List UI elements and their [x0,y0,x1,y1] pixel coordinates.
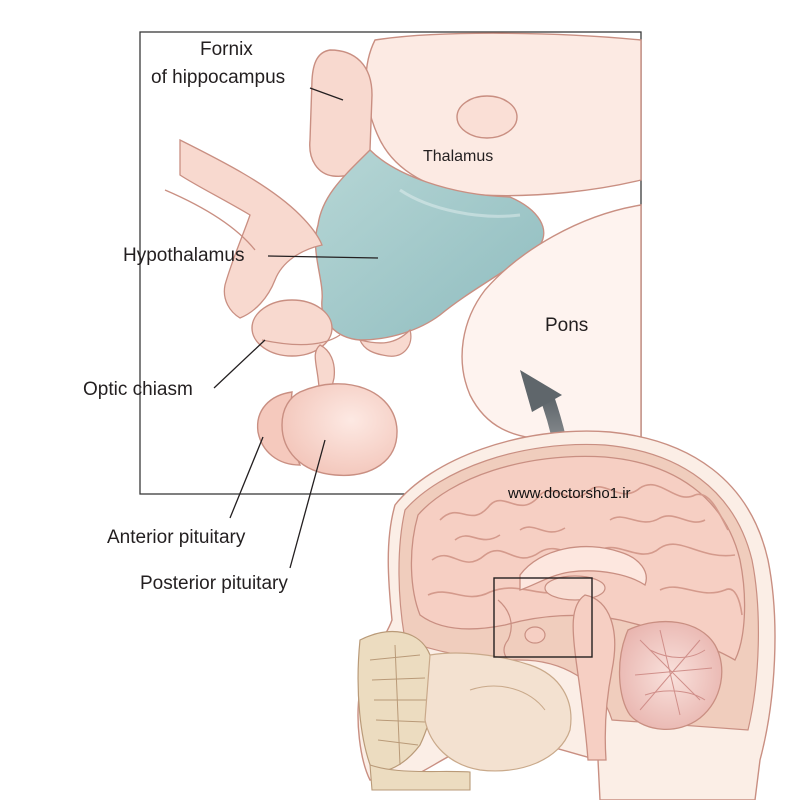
fornix-label-line2: of hippocampus [151,67,286,88]
pons-label: Pons [545,315,589,336]
zoom-box [493,577,593,658]
inset-panel [139,31,642,495]
fornix-leader [309,87,344,101]
anterior-pituitary-label: Anterior pituitary [107,527,246,548]
thalamus-nucleus [456,95,518,139]
thalamus-small [544,575,606,601]
corpus-callosum [519,545,647,591]
arrow-head [520,370,562,412]
anterior-pituitary-leader [229,436,264,519]
fornix-label-line1: Fornix [200,39,253,60]
posterior-pituitary-leader [289,439,326,569]
posterior-pituitary-shape [281,383,398,477]
nasal-bone [357,631,436,772]
pons-shape [461,204,642,441]
leader-lines [213,87,379,569]
posterior-pituitary-label: Posterior pituitary [140,573,288,594]
pituitary-small [524,626,546,644]
fornix-shape [309,49,373,177]
cerebellum-folia [634,629,713,716]
sagittal-head [357,430,776,801]
brainstem [572,594,616,761]
optic-chiasm-label: Optic chiasm [83,379,193,400]
thalamus-label: Thalamus [423,148,494,165]
hypothalamus-leader [267,255,379,259]
floor-tissue [179,138,323,319]
hypothalamus-label: Hypothalamus [123,245,245,266]
optic-chiasm-leader [213,339,266,389]
watermark-text: www.doctorsho1.ir [508,485,631,502]
